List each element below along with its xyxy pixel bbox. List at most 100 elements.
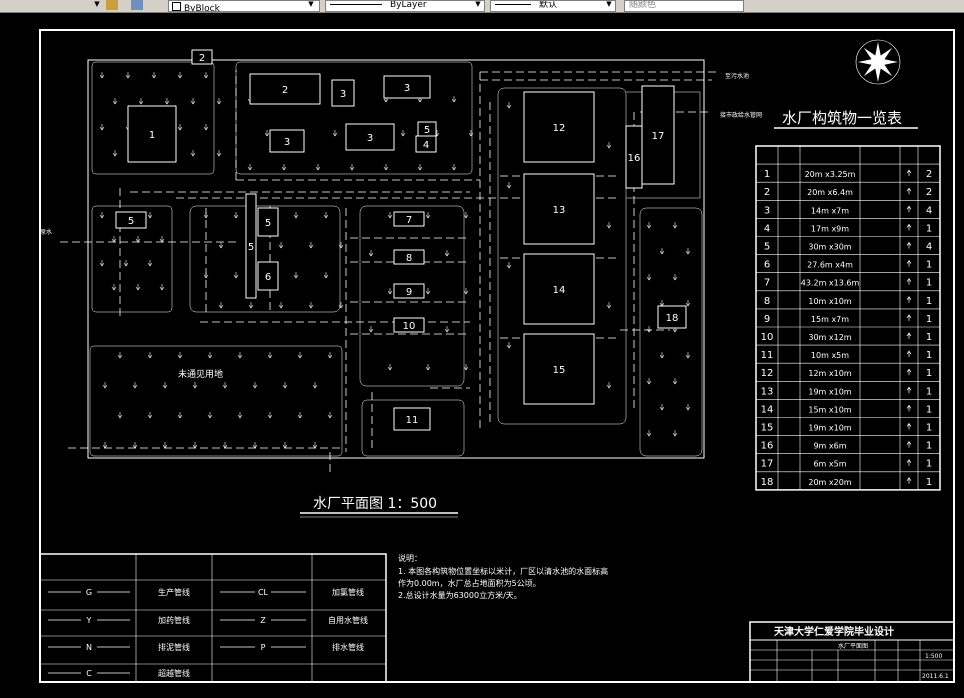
tree-icon: [672, 222, 678, 229]
tree-icon: [425, 364, 431, 371]
legend-name: 加氯管线: [332, 587, 364, 597]
unit-symbol-icon: [906, 386, 912, 394]
building-18: [127, 105, 177, 163]
to-pollution-label: 至污水池: [725, 72, 749, 80]
raw-water-label: 原水: [40, 228, 52, 236]
tree-icon: [417, 164, 423, 171]
row-quantity: 4: [926, 205, 932, 216]
row-quantity: 1: [926, 404, 932, 415]
tree-icon: [659, 300, 665, 307]
tree-icon: [659, 352, 665, 359]
dropdown-arrow-icon[interactable]: ▼: [94, 0, 100, 8]
tree-icon: [646, 274, 652, 281]
building-14: [269, 129, 305, 153]
tree-icon: [117, 352, 123, 359]
building-11: [191, 49, 213, 65]
tree-icon: [451, 164, 457, 171]
zone-east: [639, 207, 703, 457]
building-3a: [393, 211, 425, 227]
tree-icon: [659, 248, 665, 255]
unit-symbol-icon: [906, 350, 912, 358]
building-4: [393, 407, 431, 431]
building-18-label: 1: [149, 130, 155, 141]
legend-code: Y: [86, 616, 92, 625]
tree-icon: [190, 150, 196, 157]
row-size: 12m x10m: [808, 369, 851, 378]
linetype-preview: [330, 4, 382, 5]
row-size: 14m x7m: [811, 206, 849, 215]
tree-icon: [135, 284, 141, 291]
row-quantity: 1: [926, 477, 932, 488]
table-frame: [755, 145, 941, 491]
layer-tool-icon[interactable]: [131, 0, 143, 10]
unit-symbol-icon: [906, 440, 912, 448]
tree-icon: [368, 326, 374, 333]
tree-icon: [99, 212, 105, 219]
tree-icon: [606, 302, 612, 309]
tree-icon: [233, 212, 239, 219]
building-17-label: 5: [424, 125, 430, 136]
tree-icon: [282, 382, 288, 389]
chevron-down-icon[interactable]: ▼: [308, 0, 314, 8]
unit-symbol-icon: [906, 314, 912, 321]
tree-icon: [400, 130, 406, 137]
plot-style-select[interactable]: 随颜色: [624, 0, 744, 12]
row-quantity: 1: [926, 278, 932, 289]
legend-code: N: [86, 643, 92, 652]
zone-sludge: [361, 399, 465, 457]
unit-symbol-icon: [906, 187, 912, 195]
building-7-label: 17: [652, 131, 665, 142]
tree-icon: [111, 284, 117, 291]
tree-icon: [444, 250, 450, 257]
tree-icon: [138, 98, 144, 105]
layer-stack-icon[interactable]: [106, 0, 118, 10]
row-size: 10m x10m: [808, 297, 851, 306]
tree-icon: [685, 404, 691, 411]
row-number: 3: [764, 205, 770, 216]
building-3c: [393, 283, 425, 299]
chevron-down-icon[interactable]: ▼: [475, 0, 481, 8]
legend-name: 排水管线: [332, 642, 364, 652]
tree-icon: [315, 164, 321, 171]
table-title: 水厂构筑物一览表: [782, 109, 902, 127]
tree-icon: [293, 212, 299, 219]
block-color-select[interactable]: ByBlock: [168, 0, 320, 12]
tree-icon: [463, 212, 469, 219]
linetype-select[interactable]: ByLayer: [325, 0, 485, 12]
row-size: 10m x5m: [811, 351, 849, 360]
tree-icon: [99, 260, 105, 267]
tree-icon: [338, 302, 344, 309]
legend-code: Z: [260, 616, 266, 625]
tree-icon: [646, 222, 652, 229]
building-1-label: 5: [248, 242, 254, 253]
chevron-down-icon[interactable]: ▼: [606, 0, 612, 8]
row-quantity: 1: [926, 386, 932, 397]
building-2b-label: 6: [265, 272, 271, 283]
legend-code: C: [86, 669, 92, 678]
tree-icon: [659, 404, 665, 411]
tree-icon: [267, 412, 273, 419]
row-quantity: 1: [926, 350, 932, 361]
tree-icon: [99, 72, 105, 79]
row-number: 18: [761, 477, 774, 488]
tree-icon: [222, 442, 228, 449]
row-number: 2: [764, 187, 770, 198]
row-number: 11: [761, 350, 774, 361]
building-7: [641, 85, 675, 185]
tree-icon: [468, 130, 474, 137]
tree-icon: [216, 150, 222, 157]
tree-icon: [278, 242, 284, 249]
zone-mixing: [189, 205, 341, 313]
tree-icon: [190, 98, 196, 105]
tree-icon: [218, 242, 224, 249]
lineweight-select[interactable]: 默认: [490, 0, 616, 12]
